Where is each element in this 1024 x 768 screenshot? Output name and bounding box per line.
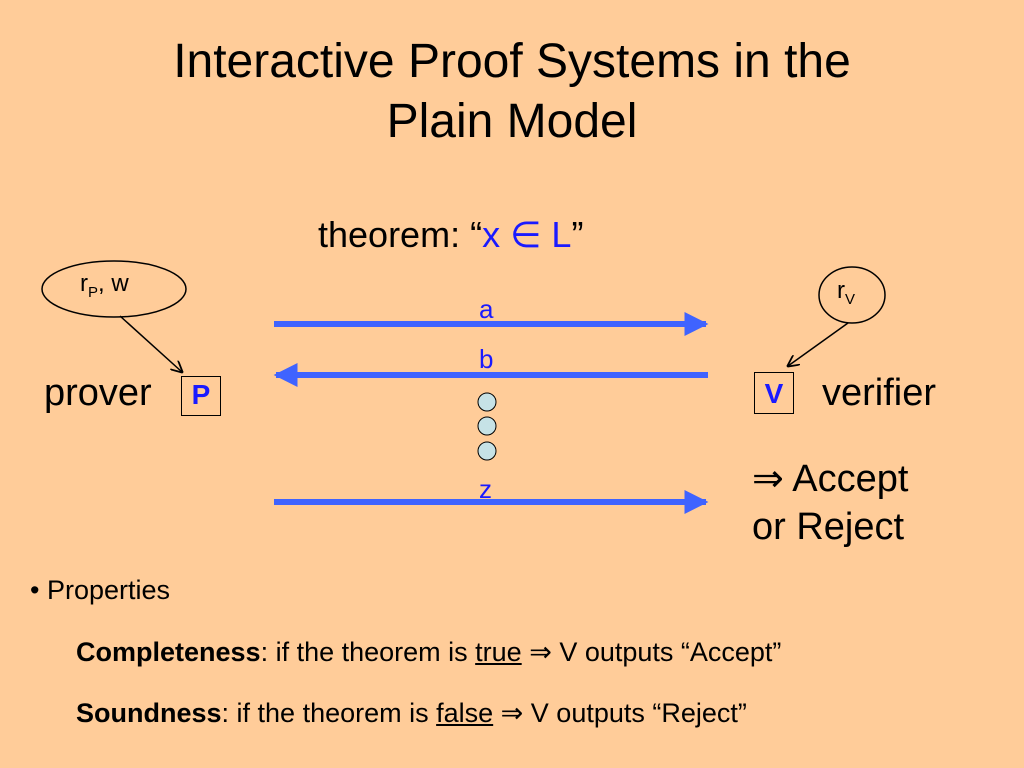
outcome-line-1: ⇒ Accept	[752, 458, 909, 500]
soundness-property: Soundness: if the theorem is false ⇒ V o…	[76, 698, 747, 729]
prover-r: r	[80, 270, 88, 297]
outcome-line-2: or Reject	[752, 506, 905, 548]
message-label-a: a	[479, 294, 494, 324]
properties-heading: • Properties	[30, 575, 171, 605]
theorem-statement: theorem: “x ∈ L”	[318, 214, 583, 256]
ellipsis-dot-1	[477, 392, 497, 412]
title-line-1: Interactive Proof Systems in the	[173, 35, 851, 88]
completeness-text-2: ⇒ V outputs “Accept”	[521, 637, 782, 667]
theorem-formula: x ∈ L	[482, 214, 572, 255]
prover-bubble-pointer	[119, 315, 182, 372]
soundness-text-1: : if the theorem is	[221, 698, 437, 728]
title-line-2: Plain Model	[386, 95, 638, 148]
prover-box: P	[181, 376, 221, 416]
slide-title: Interactive Proof Systems in the Plain M…	[0, 32, 1024, 152]
verifier-randomness-bubble	[818, 266, 886, 324]
prover-randomness-label: rP, w	[80, 270, 129, 301]
verifier-r: r	[837, 277, 845, 304]
verifier-outcome: ⇒ Accept or Reject	[752, 455, 908, 551]
theorem-close-quote: ”	[571, 214, 584, 255]
prover-randomness-bubble	[41, 260, 187, 318]
completeness-property: Completeness: if the theorem is true ⇒ V…	[76, 637, 781, 668]
theorem-label: theorem: “	[318, 214, 483, 255]
prover-label: prover	[44, 372, 152, 414]
message-label-z: z	[479, 474, 492, 504]
prover-witness: , w	[98, 270, 129, 297]
verifier-randomness-label: rV	[837, 277, 855, 308]
completeness-keyword: true	[475, 637, 522, 667]
verifier-bubble-pointer	[788, 322, 849, 366]
completeness-text-1: : if the theorem is	[260, 637, 476, 667]
ellipsis-dot-2	[477, 416, 497, 436]
completeness-term: Completeness	[76, 637, 261, 667]
verifier-r-subscript: V	[845, 290, 856, 308]
message-label-b: b	[479, 344, 494, 374]
soundness-keyword: false	[436, 698, 494, 728]
verifier-label: verifier	[822, 372, 937, 414]
verifier-box: V	[754, 372, 794, 414]
soundness-text-2: ⇒ V outputs “Reject”	[493, 698, 747, 728]
prover-r-subscript: P	[88, 283, 99, 301]
soundness-term: Soundness	[76, 698, 222, 728]
ellipsis-dot-3	[477, 441, 497, 461]
